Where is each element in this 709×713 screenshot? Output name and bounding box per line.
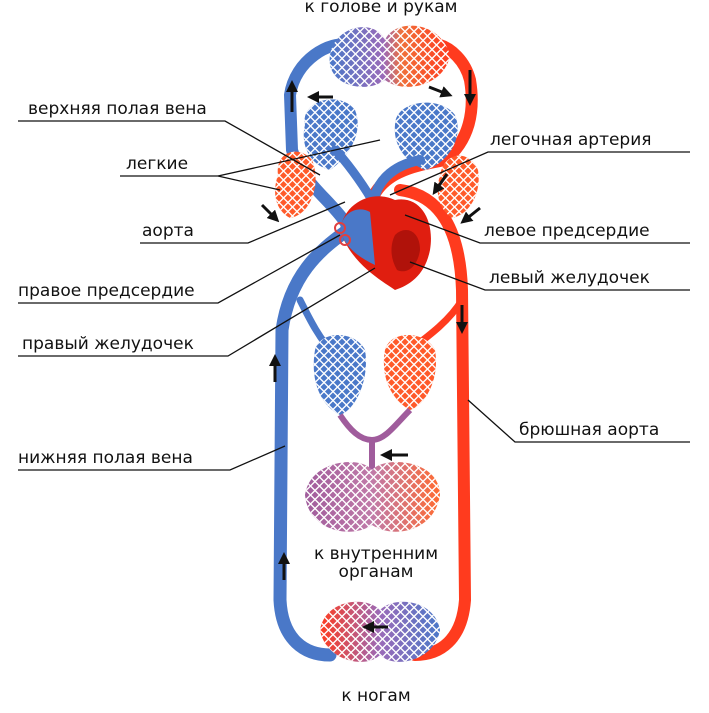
inferior-vena-cava-vessel	[273, 225, 352, 662]
caption-head-arms: к голове и рукам	[305, 0, 458, 17]
leader-lines	[18, 120, 690, 471]
flow-arrows	[260, 70, 481, 633]
label-right-atrium: правое предсердие	[18, 281, 195, 301]
caption-legs: к ногам	[341, 686, 410, 706]
pulmonary-trunk-left	[330, 145, 377, 205]
caption-internal-organs-2: органам	[339, 562, 414, 582]
label-lungs: легкие	[126, 154, 188, 174]
label-superior-vena-cava: верхняя полая вена	[28, 99, 207, 119]
superior-vena-cava-vessel	[283, 38, 356, 228]
label-left-ventricle: левый желудочек	[489, 268, 650, 288]
valve-ring	[339, 234, 351, 246]
left-ventricle-chamber	[391, 230, 420, 272]
arrow-icon	[428, 85, 453, 98]
label-inferior-vena-cava: нижняя полая вена	[18, 448, 193, 468]
label-aorta: аорта	[142, 221, 194, 241]
arrow-icon	[432, 173, 449, 195]
label-left-atrium: левое предсердие	[484, 221, 650, 241]
capillary-bed-lungs-left	[275, 99, 358, 218]
capillary-bed-head	[329, 25, 450, 87]
capillary-bed-lungs-right	[394, 102, 479, 218]
capillary-bed-legs	[320, 601, 440, 662]
label-right-ventricle: правый желудочек	[22, 334, 194, 354]
abdominal-aorta-vessel	[394, 184, 472, 661]
capillary-bed-internal-organs	[305, 335, 440, 532]
caption-internal-organs-1: к внутренним	[314, 544, 438, 564]
label-abdominal-aorta: брюшная аорта	[519, 420, 659, 440]
valve-ring	[334, 222, 346, 234]
label-pulmonary-artery: легочная артерия	[490, 130, 652, 150]
right-heart-chambers	[340, 209, 375, 265]
heart	[330, 145, 431, 290]
arrow-icon	[260, 203, 280, 223]
arrow-icon	[460, 206, 481, 224]
